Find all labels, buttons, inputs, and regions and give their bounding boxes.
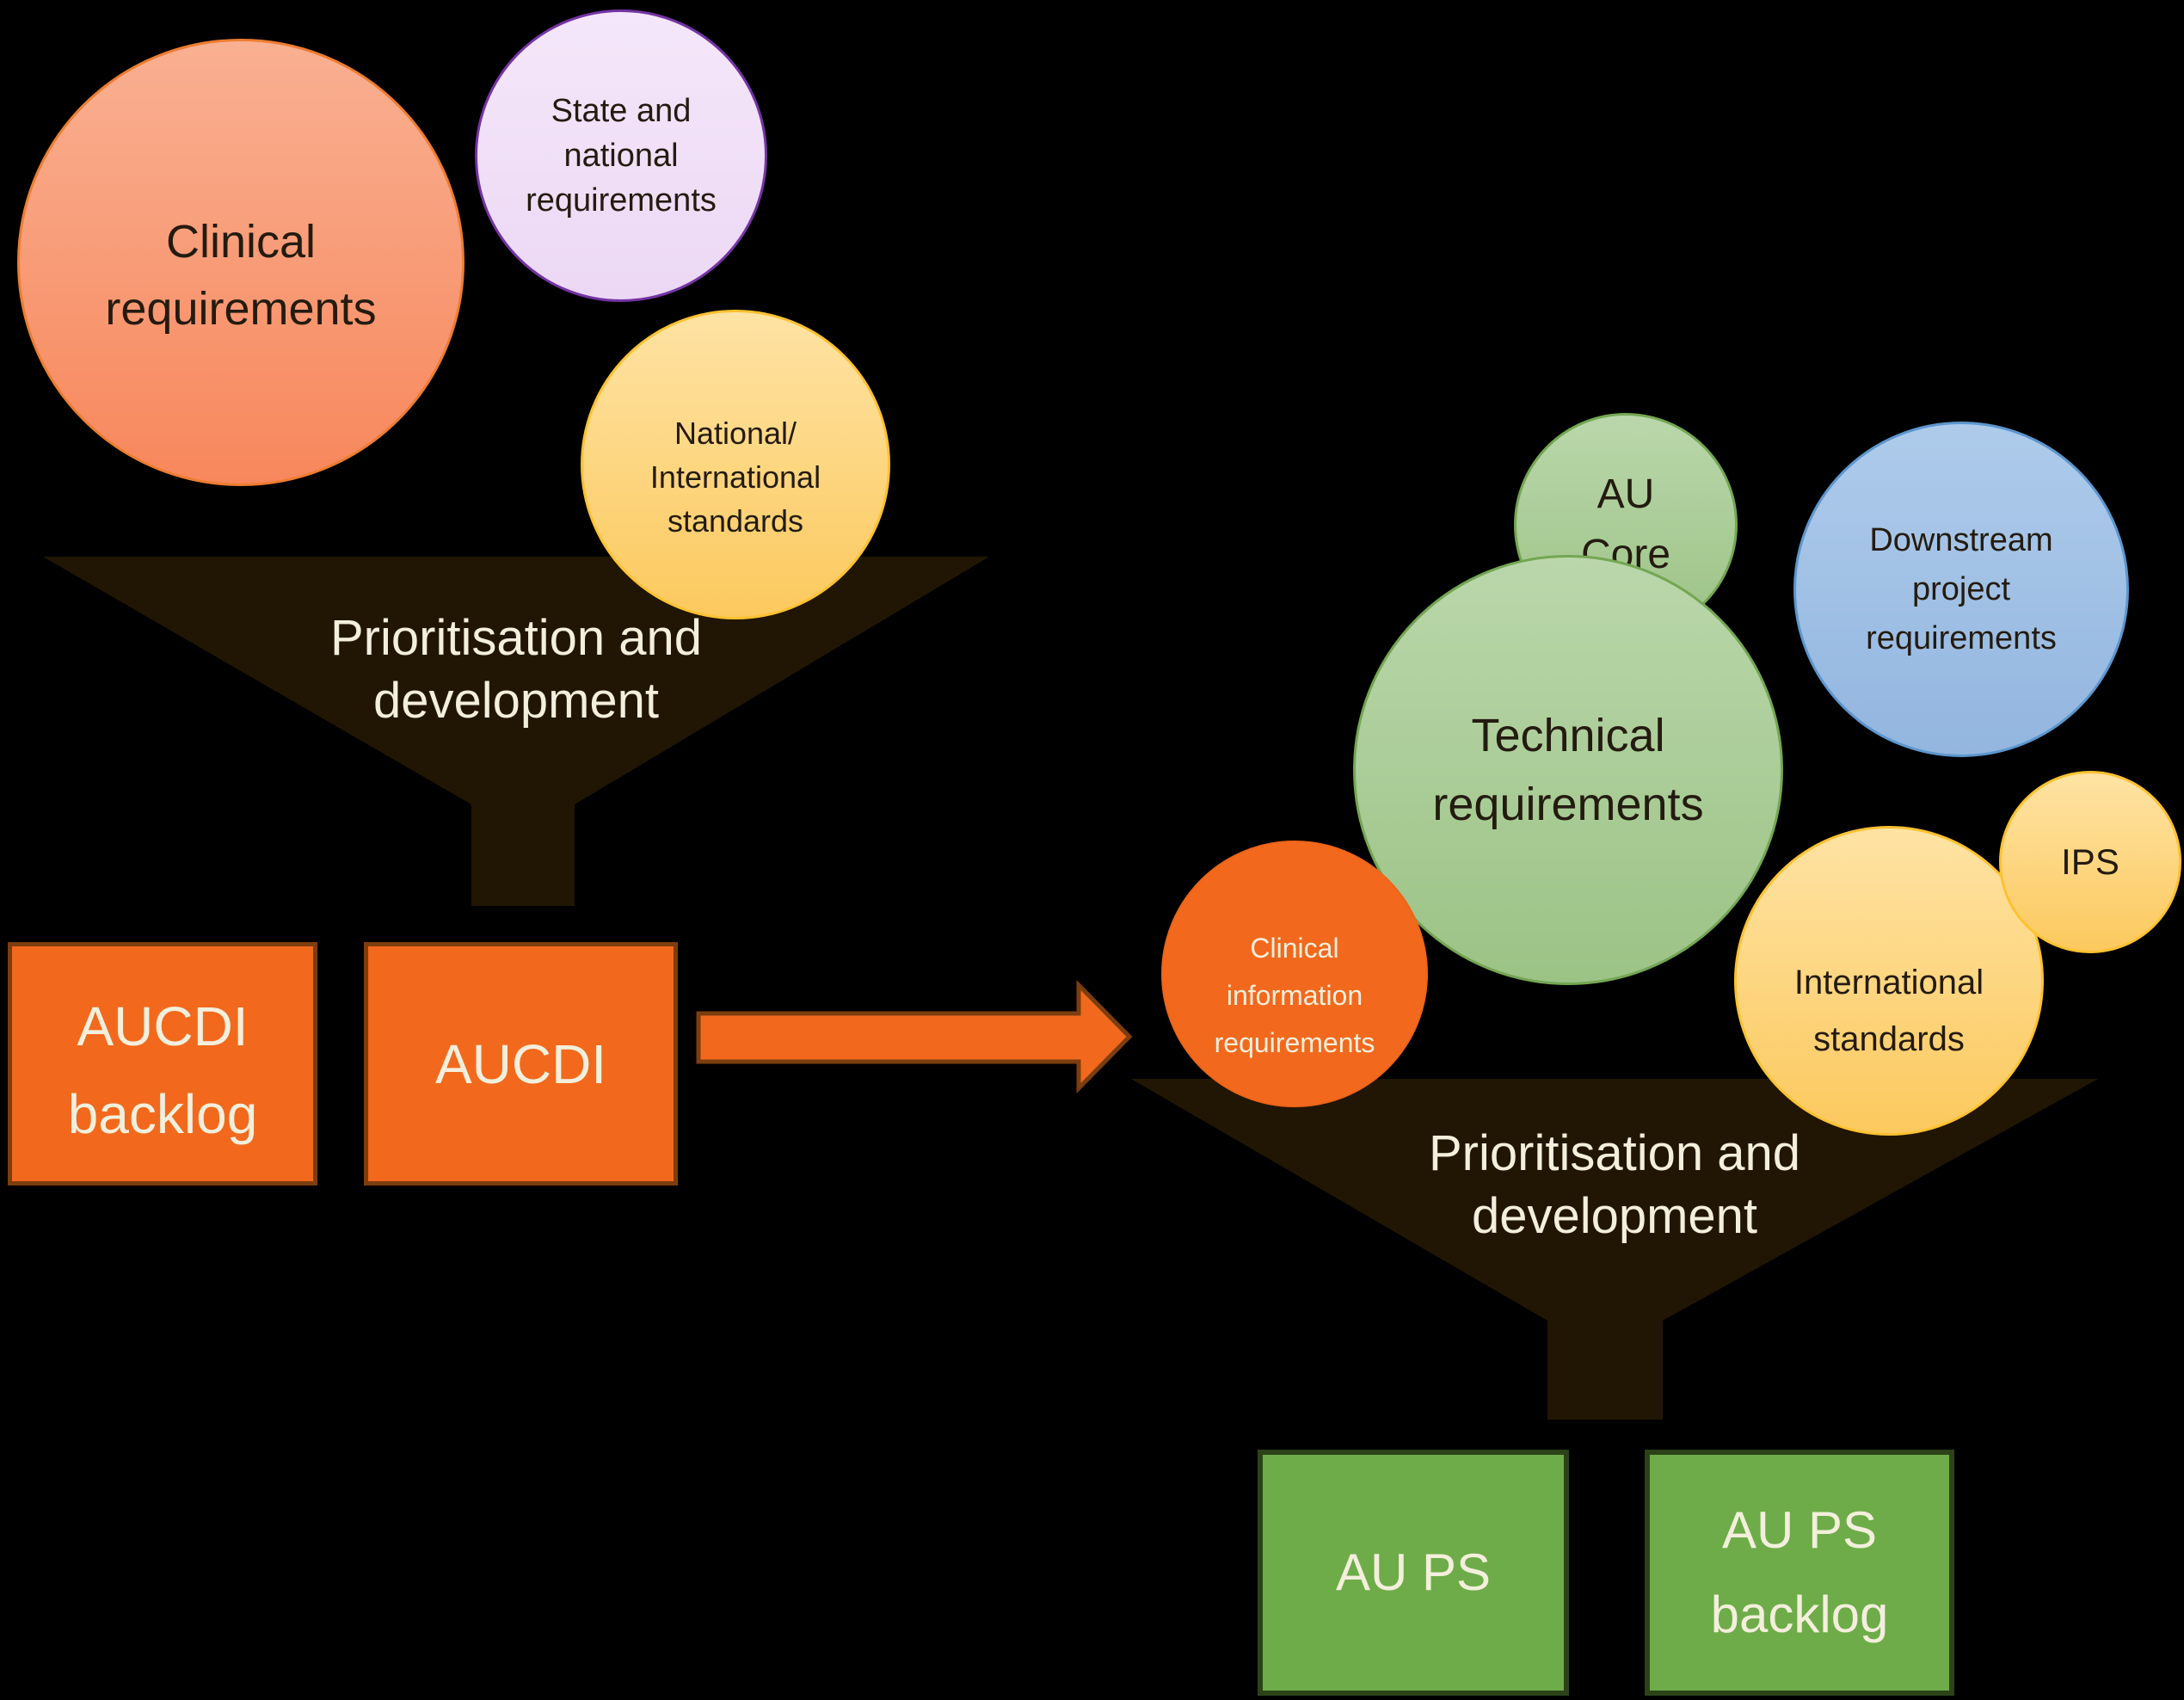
label-line: Clinical: [1250, 932, 1339, 964]
clinical-requirements-circle: Clinical requirements: [17, 39, 464, 486]
label-line: National/: [674, 415, 797, 451]
aucdi-backlog-box: AUCDI backlog: [8, 942, 317, 1186]
label-line: AU PS: [1721, 1501, 1878, 1559]
label-line: backlog: [67, 1082, 258, 1145]
downstream-project-requirements-circle: Downstream project requirements: [1793, 422, 2129, 757]
label-line: national: [563, 138, 679, 174]
label-line: Prioritisation and: [1429, 1125, 1800, 1181]
label-line: State and: [551, 93, 692, 129]
label-line: requirements: [1432, 779, 1704, 830]
ips-circle: IPS: [1999, 771, 2181, 953]
clinical-information-requirements-circle: Clinical information requirements: [1161, 841, 1428, 1107]
label-line: information: [1226, 979, 1363, 1011]
aucdi-to-aups-arrow-icon: [696, 979, 1133, 1094]
label-line: Clinical: [165, 216, 317, 268]
label-line: AU: [1596, 471, 1655, 517]
au-ps-box: AU PS: [1258, 1450, 1569, 1696]
label-line: project: [1911, 570, 2011, 607]
label-line: requirements: [526, 182, 717, 219]
funnel-shape: [43, 557, 989, 906]
international-standards-circle: International standards: [1734, 826, 2044, 1136]
label-line: development: [1471, 1188, 1758, 1244]
left-funnel-label: Prioritisation and development: [43, 607, 989, 732]
label-line: requirements: [1866, 619, 2057, 656]
label-line: IPS: [2061, 841, 2119, 882]
aucdi-box: AUCDI: [364, 942, 678, 1186]
au-ps-backlog-box: AU PS backlog: [1645, 1450, 1954, 1696]
left-prioritisation-funnel: Prioritisation and development: [43, 557, 989, 906]
label-line: International: [1793, 964, 1984, 1001]
technical-requirements-circle: Technical requirements: [1353, 555, 1783, 985]
label-line: requirements: [105, 283, 377, 335]
right-funnel-label: Prioritisation and development: [1131, 1122, 2098, 1247]
label-line: AUCDI: [434, 1032, 607, 1095]
label-line: standards: [1813, 1020, 1965, 1058]
label-line: AUCDI: [77, 995, 249, 1057]
label-line: requirements: [1214, 1026, 1375, 1058]
label-line: Prioritisation and: [330, 610, 702, 666]
label-line: International: [649, 459, 821, 495]
label-line: AU PS: [1335, 1543, 1492, 1601]
label-line: Technical: [1471, 710, 1665, 761]
label-line: Downstream: [1869, 521, 2053, 558]
state-national-requirements-circle: State and national requirements: [475, 9, 767, 302]
label-line: backlog: [1710, 1586, 1889, 1643]
funnel-shape: [1131, 1079, 2098, 1420]
label-line: standards: [667, 502, 804, 539]
national-international-standards-circle: National/ International standards: [581, 310, 890, 619]
label-line: development: [372, 673, 660, 729]
right-prioritisation-funnel: Prioritisation and development: [1131, 1079, 2098, 1420]
